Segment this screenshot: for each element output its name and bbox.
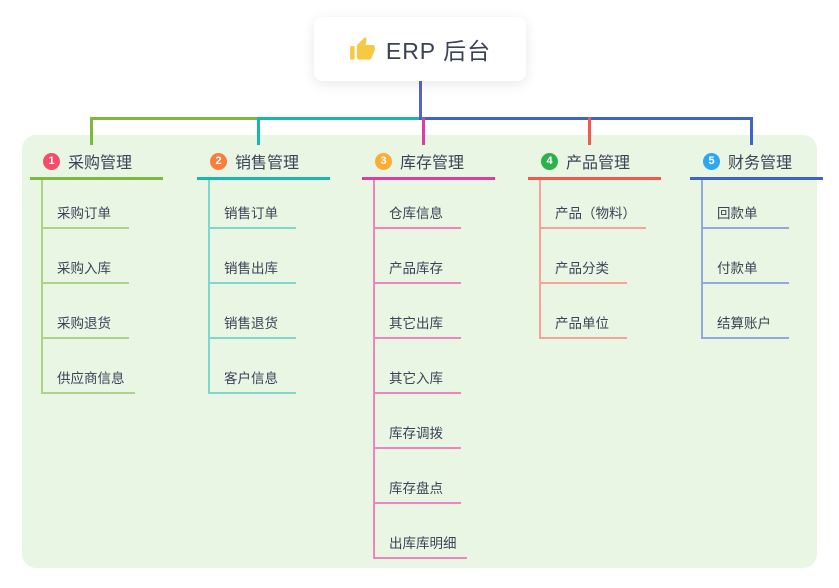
bus-segment-green (90, 117, 257, 120)
child-node[interactable]: 销售订单 (210, 180, 296, 229)
branch-number-badge: 2 (210, 152, 227, 170)
child-label: 销售出库 (224, 261, 278, 276)
branch-5: 5 财务管理回款单付款单结算账户 (690, 147, 823, 339)
child-label: 出库库明细 (389, 536, 457, 551)
child-label: 销售退货 (224, 316, 278, 331)
child-node[interactable]: 供应商信息 (43, 339, 135, 394)
child-node[interactable]: 产品库存 (375, 229, 461, 284)
child-label: 结算账户 (717, 316, 771, 331)
child-node[interactable]: 销售退货 (210, 284, 296, 339)
root-stem-line (419, 81, 422, 120)
bus-segment-blue (419, 117, 753, 120)
child-label: 采购订单 (57, 206, 111, 221)
branch-drop-line-5 (750, 117, 753, 145)
branches-panel (22, 135, 817, 568)
bus-segment-teal (257, 117, 419, 120)
branch-drop-line-2 (257, 117, 260, 145)
child-label: 其它入库 (389, 371, 443, 386)
branch-label: 销售管理 (235, 155, 300, 172)
child-node[interactable]: 产品（物料） (541, 180, 646, 229)
child-node[interactable]: 结算账户 (703, 284, 789, 339)
child-node[interactable]: 回款单 (703, 180, 789, 229)
child-label: 产品单位 (555, 316, 609, 331)
branch-children: 仓库信息产品库存其它出库其它入库库存调拨库存盘点出库库明细 (373, 180, 467, 559)
thumbs-up-icon (349, 36, 375, 60)
child-label: 回款单 (717, 206, 758, 221)
branch-children: 销售订单销售出库销售退货客户信息 (208, 180, 296, 394)
root-label: ERP 后台 (385, 38, 492, 64)
branch-node-5[interactable]: 5 财务管理 (690, 147, 823, 180)
child-label: 客户信息 (224, 371, 278, 386)
root-node[interactable]: ERP 后台 (314, 17, 526, 81)
child-node[interactable]: 采购入库 (43, 229, 129, 284)
branch-number-badge: 1 (43, 152, 60, 170)
child-label: 库存盘点 (389, 481, 443, 496)
branch-2: 2 销售管理销售订单销售出库销售退货客户信息 (197, 147, 330, 394)
child-node[interactable]: 客户信息 (210, 339, 296, 394)
child-node[interactable]: 销售出库 (210, 229, 296, 284)
child-label: 产品分类 (555, 261, 609, 276)
branch-node-3[interactable]: 3 库存管理 (362, 147, 495, 180)
child-node[interactable]: 库存盘点 (375, 449, 461, 504)
child-label: 销售订单 (224, 206, 278, 221)
child-node[interactable]: 采购退货 (43, 284, 129, 339)
branch-children: 产品（物料） 产品分类产品单位 (539, 180, 646, 339)
child-label: 付款单 (717, 261, 758, 276)
child-label: 产品库存 (389, 261, 443, 276)
branch-1: 1 采购管理采购订单采购入库采购退货供应商信息 (30, 147, 163, 394)
branch-children: 回款单付款单结算账户 (701, 180, 789, 339)
branch-number-badge: 5 (703, 152, 720, 170)
branch-node-4[interactable]: 4 产品管理 (528, 147, 661, 180)
child-node[interactable]: 出库库明细 (375, 504, 467, 559)
branch-label: 产品管理 (566, 155, 631, 172)
child-label: 采购入库 (57, 261, 111, 276)
child-label: 采购退货 (57, 316, 111, 331)
child-label: 供应商信息 (57, 371, 125, 386)
branch-node-1[interactable]: 1 采购管理 (30, 147, 163, 180)
branch-4: 4 产品管理产品（物料） 产品分类产品单位 (528, 147, 661, 339)
child-node[interactable]: 其它入库 (375, 339, 461, 394)
child-label: 仓库信息 (389, 206, 443, 221)
branch-3: 3 库存管理仓库信息产品库存其它出库其它入库库存调拨库存盘点出库库明细 (362, 147, 495, 559)
branch-number-badge: 4 (541, 152, 558, 170)
branch-drop-line-3 (422, 117, 425, 145)
branch-drop-line-4 (588, 117, 591, 145)
child-node[interactable]: 付款单 (703, 229, 789, 284)
branch-drop-line-1 (90, 117, 93, 145)
branch-label: 财务管理 (728, 155, 793, 172)
child-node[interactable]: 产品单位 (541, 284, 627, 339)
branch-children: 采购订单采购入库采购退货供应商信息 (41, 180, 135, 394)
child-node[interactable]: 仓库信息 (375, 180, 461, 229)
branch-node-2[interactable]: 2 销售管理 (197, 147, 330, 180)
child-label: 产品（物料） (555, 206, 636, 221)
branch-label: 库存管理 (400, 155, 465, 172)
branch-label: 采购管理 (68, 155, 133, 172)
child-node[interactable]: 产品分类 (541, 229, 627, 284)
child-label: 库存调拨 (389, 426, 443, 441)
child-node[interactable]: 其它出库 (375, 284, 461, 339)
child-label: 其它出库 (389, 316, 443, 331)
child-node[interactable]: 库存调拨 (375, 394, 461, 449)
branch-number-badge: 3 (375, 152, 392, 170)
child-node[interactable]: 采购订单 (43, 180, 129, 229)
